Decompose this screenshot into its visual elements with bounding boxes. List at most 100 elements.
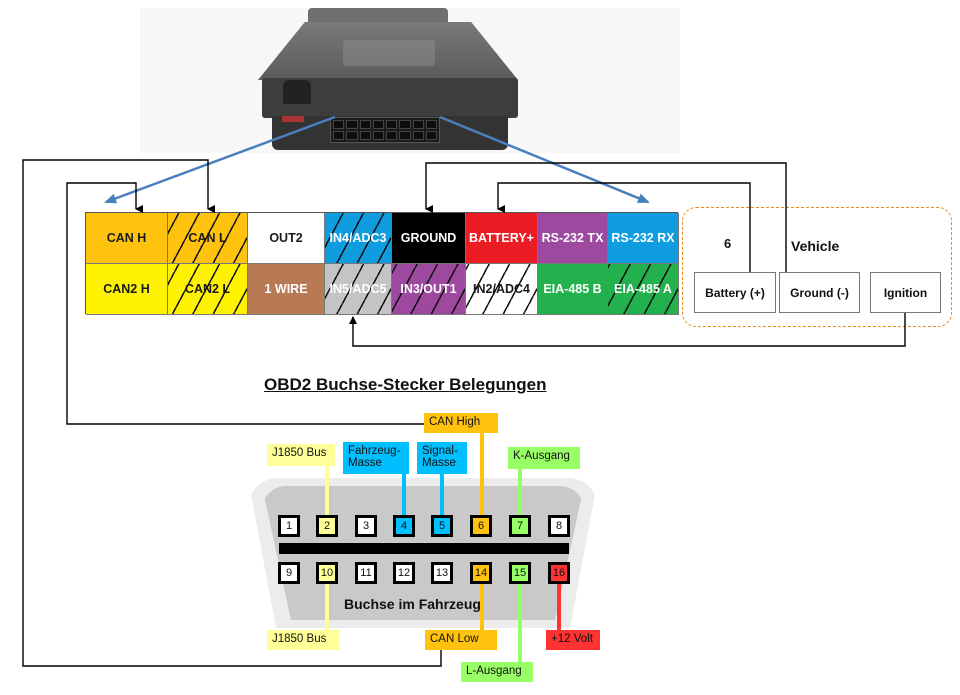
pin-cell-label: RS-232 TX xyxy=(541,231,604,245)
device-connector-cavity xyxy=(425,131,437,140)
pin-cell-label: CAN L xyxy=(188,231,227,245)
device-pin-table: CAN H CAN L OUT2 IN4/ADC3 GROUND BATTERY+ RS-2… xyxy=(85,212,679,315)
pin-cell-in4-adc3: IN4/ADC3 xyxy=(325,213,392,264)
pin-cell-label: IN2/ADC4 xyxy=(473,282,530,296)
pin-cell-in2-adc4: IN2/ADC4 xyxy=(466,264,538,315)
vehicle-ignition-label: Ignition xyxy=(883,285,928,300)
vehicle-battery-terminal: Battery (+) xyxy=(694,272,776,313)
obd-pin-16: 16 xyxy=(548,562,570,584)
obd-pin-number: 4 xyxy=(396,518,412,534)
pin-cell-label: IN3/OUT1 xyxy=(400,282,457,296)
device-connector-cavity xyxy=(359,120,371,129)
vehicle-ground-terminal: Ground (-) xyxy=(779,272,860,313)
obd-pin-number: 11 xyxy=(358,565,374,581)
pin-cell-ground: GROUND xyxy=(392,213,466,264)
obd-pin-number: 12 xyxy=(396,565,412,581)
label-pin2-j1850: J1850 Bus xyxy=(267,444,335,466)
pin-cell-label: CAN2 L xyxy=(184,282,231,296)
device-connector-cavity xyxy=(386,131,398,140)
pin-cell-label: OUT2 xyxy=(269,231,303,245)
pin-cell-label: BATTERY+ xyxy=(469,231,534,245)
obd-pin-number: 7 xyxy=(512,518,528,534)
obd-pin-5: 5 xyxy=(431,515,453,537)
device-usb-port xyxy=(282,116,304,122)
label-pin10-j1850: J1850 Bus xyxy=(267,630,339,650)
obd-pin-6: 6 xyxy=(470,515,492,537)
obd-pin-9: 9 xyxy=(278,562,300,584)
device-sim-slot xyxy=(283,80,311,104)
pin-cell-in3-out1: IN3/OUT1 xyxy=(392,264,466,315)
pin-cell-label: 1 WIRE xyxy=(264,282,308,296)
pin-cell-1-wire: 1 WIRE xyxy=(248,264,325,315)
device-connector-cavity xyxy=(372,120,384,129)
obd-pin-12: 12 xyxy=(393,562,415,584)
label-pin5-signal-masse: Signal- Masse xyxy=(417,442,467,474)
label-pin16-plus12v: +12 Volt xyxy=(546,630,600,650)
pin-cell-can2-l: CAN2 L xyxy=(168,264,248,315)
obd-pin-3: 3 xyxy=(355,515,377,537)
label-pin15-l-ausgang: L-Ausgang xyxy=(461,662,533,682)
device-logo xyxy=(343,40,435,66)
pin-cell-label: CAN2 H xyxy=(103,282,150,296)
obd-pin-number: 1 xyxy=(281,518,297,534)
obd-pin-number: 2 xyxy=(319,518,335,534)
pin-cell-label: IN5/ADC5 xyxy=(329,282,387,296)
device-connector-cavity xyxy=(359,131,371,140)
pin-cell-rs-232-rx: RS-232 RX xyxy=(608,213,679,264)
pin-cell-out2: OUT2 xyxy=(248,213,325,264)
label-pin4-fahrzeug-masse: Fahrzeug- Masse xyxy=(343,442,409,474)
device-connector-cavity xyxy=(333,120,345,129)
pin-cell-can-l: CAN L xyxy=(168,213,248,264)
obd-pin-number: 3 xyxy=(358,518,374,534)
pin-cell-in5-adc5: IN5/ADC5 xyxy=(325,264,392,315)
device-connector-cavity xyxy=(333,131,345,140)
obd-pin-11: 11 xyxy=(355,562,377,584)
pin-cell-eia-485-a: EIA-485 A xyxy=(608,264,679,315)
label-pin6-can-high: CAN High xyxy=(424,413,498,433)
device-connector-cavity xyxy=(412,120,424,129)
obd-pin-14: 14 xyxy=(470,562,492,584)
device-connector-cavity xyxy=(425,120,437,129)
obd-pin-number: 13 xyxy=(434,565,450,581)
pin-cell-label: RS-232 RX xyxy=(611,231,675,245)
device-connector-cavity xyxy=(412,131,424,140)
pin-cell-rs-232-tx: RS-232 TX xyxy=(538,213,608,264)
obd-pin-2: 2 xyxy=(316,515,338,537)
device-connector-cavity xyxy=(399,120,411,129)
pin-cell-label: CAN H xyxy=(106,231,147,245)
obd-socket-divider xyxy=(279,543,569,554)
obd-pin-1: 1 xyxy=(278,515,300,537)
obd-pin-number: 5 xyxy=(434,518,450,534)
obd-pin-7: 7 xyxy=(509,515,531,537)
pin-cell-eia-485-b: EIA-485 B xyxy=(538,264,608,315)
obd-pin-number: 10 xyxy=(319,565,335,581)
obd-title: OBD2 Buchse-Stecker Belegungen xyxy=(264,375,547,394)
obd-pin-10: 10 xyxy=(316,562,338,584)
device-connector-cavity xyxy=(346,120,358,129)
label-pin14-can-low: CAN Low xyxy=(425,630,497,650)
obd-pin-number: 6 xyxy=(473,518,489,534)
pin-cell-label: GROUND xyxy=(400,231,457,245)
obd-socket-label: Buchse im Fahrzeug xyxy=(344,596,481,612)
vehicle-title: Vehicle xyxy=(791,238,840,254)
pin-cell-can-h: CAN H xyxy=(86,213,168,264)
obd-pin-8: 8 xyxy=(548,515,570,537)
pin-cell-label: EIA-485 A xyxy=(614,282,672,296)
device-connector-cavity xyxy=(386,120,398,129)
pin-cell-can2-h: CAN2 H xyxy=(86,264,168,315)
device-16pin-connector xyxy=(330,117,440,143)
obd-pin-number: 9 xyxy=(281,565,297,581)
vehicle-battery-label: Battery (+) xyxy=(705,285,765,300)
obd-pin-13: 13 xyxy=(431,562,453,584)
device-connector-cavity xyxy=(346,131,358,140)
obd-pin-number: 14 xyxy=(473,565,489,581)
obd-pin-number: 16 xyxy=(551,565,567,581)
label-pin7-k-ausgang: K-Ausgang xyxy=(508,447,580,469)
pin-cell-battery: BATTERY+ xyxy=(466,213,538,264)
obd-pin-4: 4 xyxy=(393,515,415,537)
obd-pin-number: 15 xyxy=(512,565,528,581)
pin-cell-label: EIA-485 B xyxy=(543,282,602,296)
pin-cell-label: IN4/ADC3 xyxy=(329,231,387,245)
vehicle-ignition-terminal: Ignition xyxy=(870,272,941,313)
vehicle-ground-label: Ground (-) xyxy=(790,285,849,300)
